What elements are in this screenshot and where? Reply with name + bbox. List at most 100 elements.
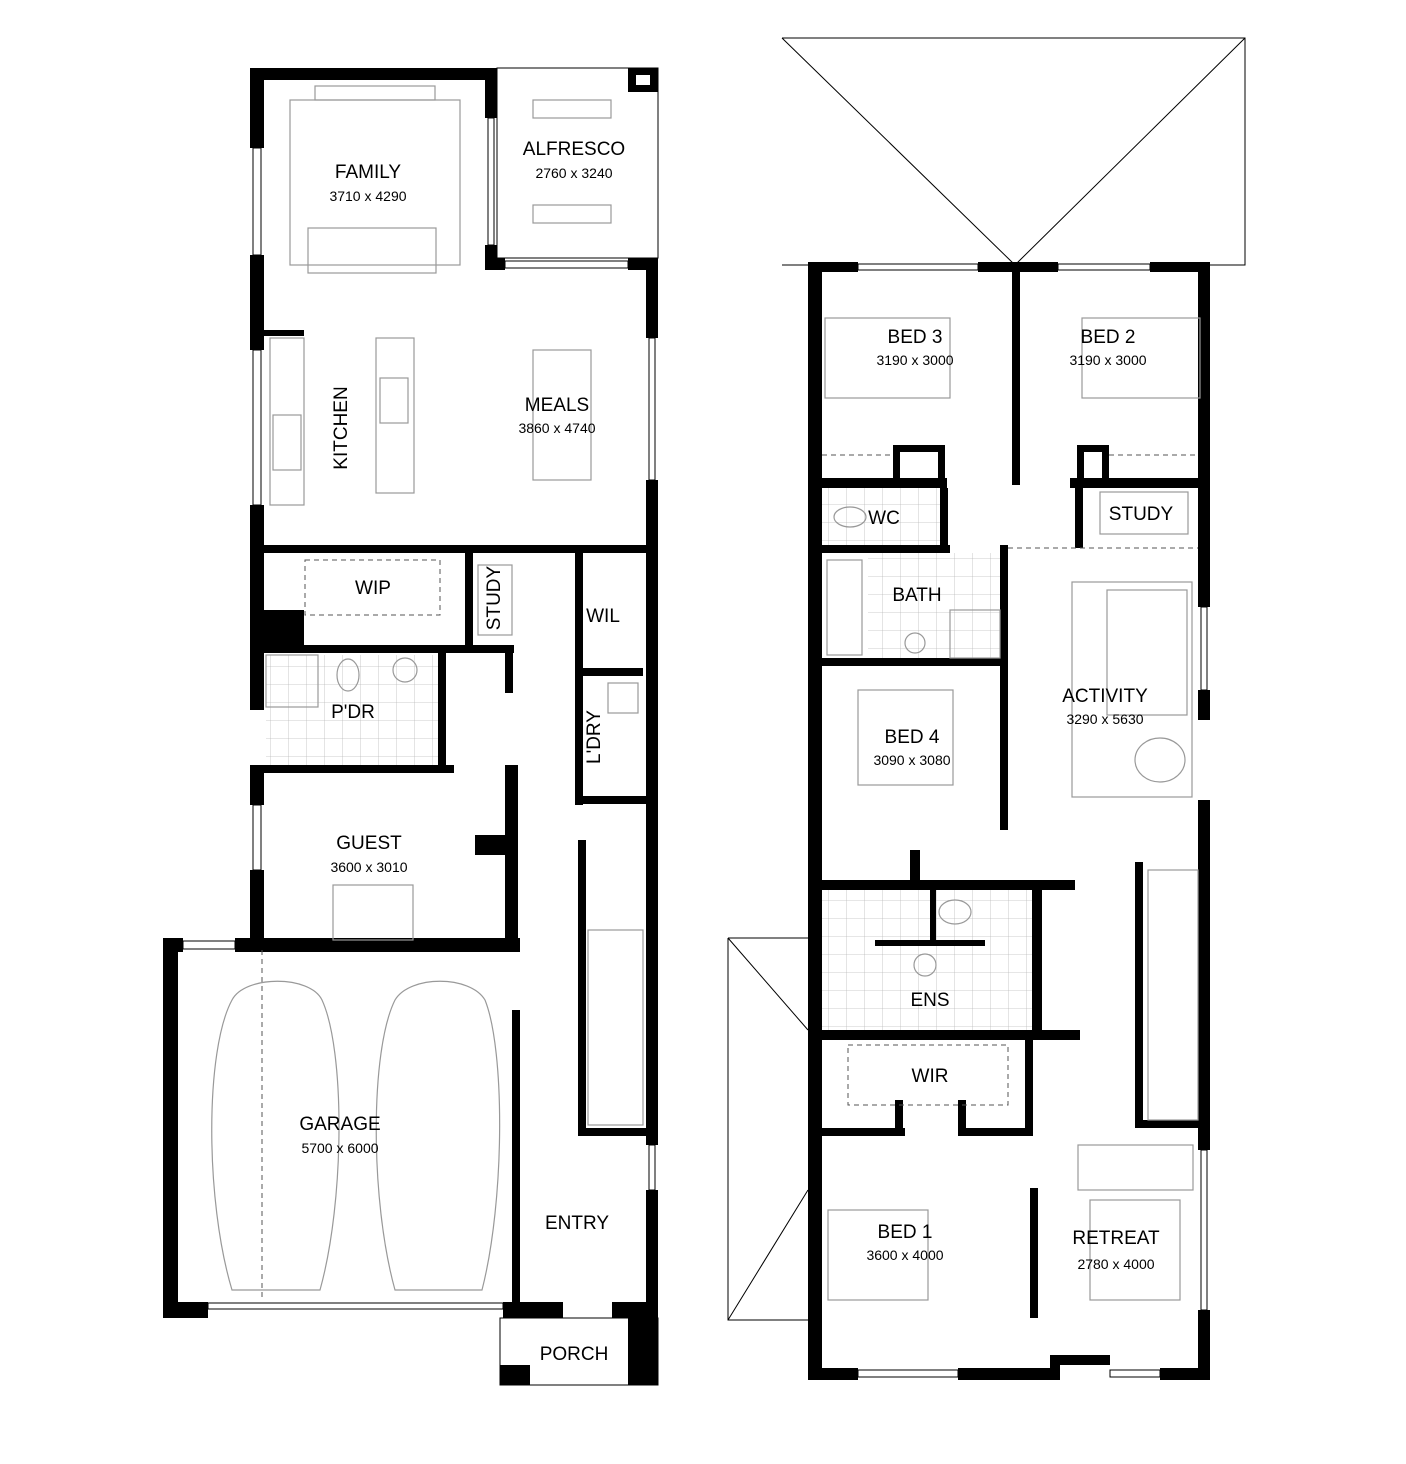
room-label-bed-2: BED 2 (1081, 327, 1136, 348)
room-size-garage: 5700 x 6000 (301, 1140, 378, 1156)
room-label-kitchen: KITCHEN (331, 386, 352, 469)
window (182, 940, 236, 950)
kitchen-island (375, 337, 415, 494)
room-label-bed-1: BED 1 (878, 1222, 933, 1243)
window (252, 804, 262, 871)
ens-tiles (822, 890, 1032, 1030)
rug (1089, 1199, 1181, 1301)
window (857, 1369, 959, 1378)
study-desk (477, 564, 513, 636)
room-size-activity: 3290 x 5630 (1066, 711, 1143, 727)
bath-tiles (868, 553, 1000, 658)
wall (250, 68, 264, 148)
room-label-bath: BATH (892, 585, 941, 606)
wall (578, 840, 586, 1135)
wall (1150, 262, 1210, 272)
wall (583, 796, 646, 804)
basin-icon (392, 657, 418, 683)
shower (949, 609, 1001, 659)
wip-shelves (304, 559, 441, 616)
wall (940, 488, 948, 548)
room-size-bed-2: 3190 x 3000 (1069, 352, 1146, 368)
wall (1000, 545, 1008, 830)
basin-icon (913, 953, 937, 977)
wall (438, 653, 446, 765)
window (1200, 606, 1208, 691)
window (648, 1144, 656, 1191)
shower (265, 654, 319, 708)
wall (1135, 1120, 1200, 1128)
wall (815, 545, 950, 553)
window (1200, 1149, 1208, 1311)
window (252, 147, 262, 256)
room-label-entry: ENTRY (545, 1213, 609, 1234)
wall (578, 1128, 646, 1136)
roof-outline (727, 937, 809, 1321)
window (504, 260, 629, 269)
room-size-alfresco: 2760 x 3240 (535, 165, 612, 181)
wall (815, 880, 1075, 890)
wall (808, 1368, 858, 1380)
ground-floor-plan: FAMILY 3710 x 4290 ALFRESCO 2760 x 3240 … (163, 67, 659, 1386)
basin-icon (904, 632, 926, 654)
wall (930, 890, 936, 945)
wall (1032, 885, 1042, 1035)
roof-outline (781, 37, 1246, 266)
room-label-garage: GARAGE (299, 1114, 380, 1135)
room-label-guest: GUEST (336, 833, 402, 854)
wall (815, 1030, 1080, 1040)
window (487, 117, 495, 246)
bed-icon (827, 1209, 929, 1301)
wall (978, 262, 1058, 272)
room-size-bed-1: 3600 x 4000 (866, 1247, 943, 1263)
room-size-retreat: 2780 x 4000 (1077, 1256, 1154, 1272)
room-label-wir: WIR (912, 1066, 949, 1087)
room-size-family: 3710 x 4290 (329, 188, 406, 204)
room-size-guest: 3600 x 3010 (330, 859, 407, 875)
tv-unit (314, 85, 436, 101)
wall (163, 938, 183, 952)
wall (808, 262, 858, 272)
room-label-activity: ACTIVITY (1062, 686, 1148, 707)
stairs (1147, 869, 1199, 1121)
bed-icon (857, 689, 954, 786)
wall (815, 1128, 905, 1136)
wall (1070, 478, 1205, 488)
window (1057, 263, 1151, 271)
wall (1198, 1310, 1210, 1380)
toilet-icon (833, 506, 867, 528)
kitchen-bench (269, 337, 305, 506)
wall (1050, 1355, 1060, 1380)
room-label-wil: WIL (586, 606, 620, 627)
wall (958, 1100, 966, 1135)
wall (465, 553, 473, 645)
room-label-alfresco: ALFRESCO (523, 139, 625, 160)
room-label-retreat: RETREAT (1072, 1228, 1160, 1249)
wall (264, 645, 514, 653)
wall (1198, 690, 1210, 720)
window (252, 349, 262, 506)
room-label-meals: MEALS (525, 395, 589, 416)
wall (815, 658, 1005, 666)
wall (815, 478, 947, 488)
wall (250, 255, 264, 350)
wall (264, 610, 304, 645)
wall (910, 850, 920, 885)
room-label-family: FAMILY (335, 162, 401, 183)
window (857, 263, 979, 271)
wall (250, 68, 497, 80)
porch-post (628, 1318, 658, 1385)
sofa (307, 227, 437, 274)
alfresco-outline (496, 67, 659, 259)
window (1109, 1369, 1161, 1378)
porch-post (500, 1365, 530, 1385)
toilet-icon (336, 658, 360, 692)
study-desk (1099, 491, 1189, 535)
wall (264, 765, 454, 773)
room-label-laundry: L'DRY (584, 710, 605, 764)
wall (250, 765, 264, 805)
wall (505, 765, 518, 950)
wall (1012, 270, 1020, 485)
wall (264, 330, 304, 336)
dining-table (532, 349, 592, 481)
